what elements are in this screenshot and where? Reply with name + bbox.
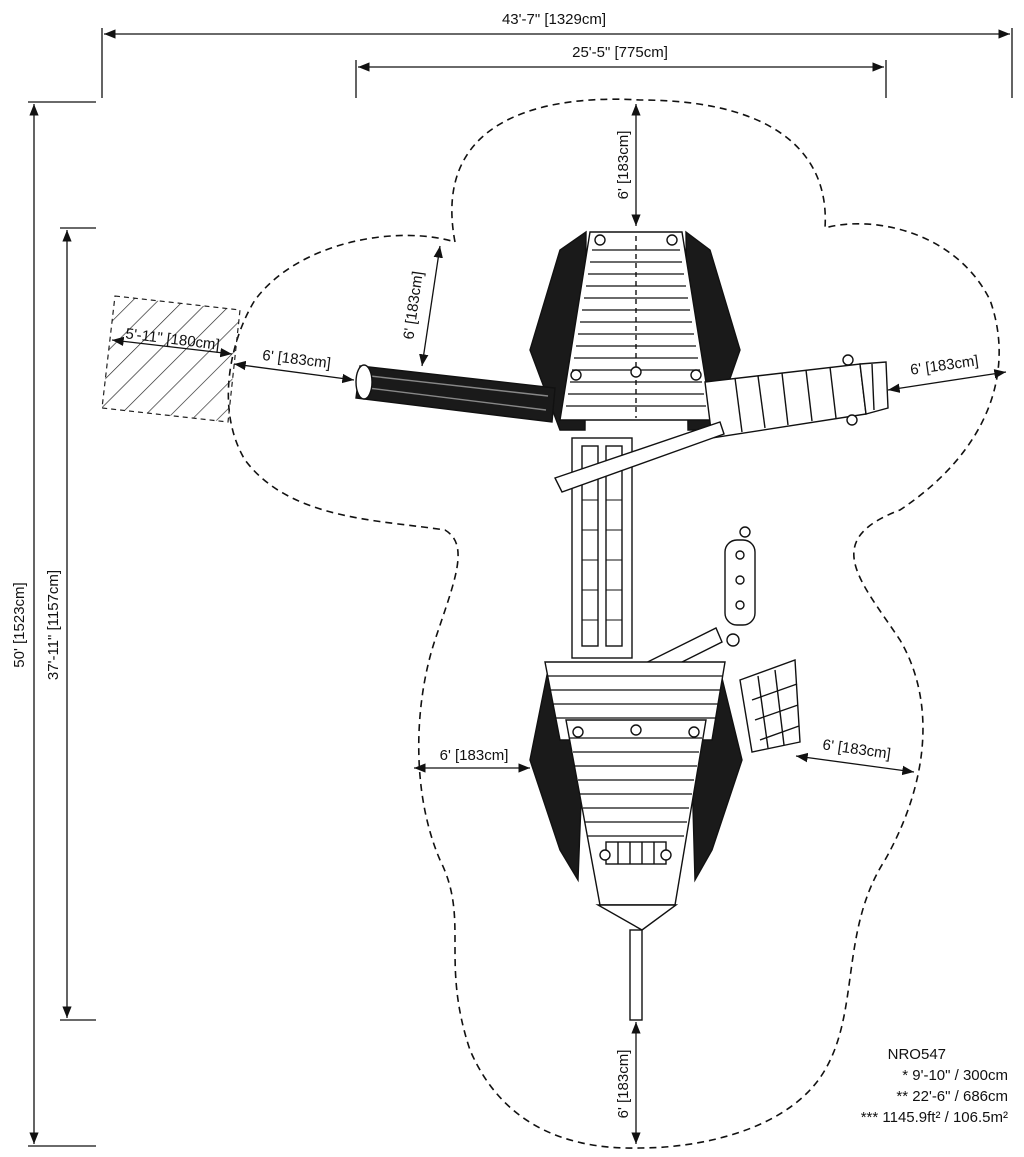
clearance-left-diag-label: 6' [183cm]	[400, 270, 426, 340]
spec-notes: NRO547 * 9'-10" / 300cm ** 22'-6" / 686c…	[788, 1044, 1008, 1128]
cargo-net	[739, 659, 801, 753]
lower-deck	[529, 661, 743, 1021]
clearance-top-label: 6' [183cm]	[615, 131, 632, 200]
structure-length-label: 37'-11" [1157cm]	[45, 570, 62, 680]
hatched-zone-line	[111, 336, 233, 358]
note-line-3: *** 1145.9ft² / 106.5m²	[860, 1109, 1008, 1126]
overall-width-label: 43'-7" [1329cm]	[502, 11, 606, 28]
model-number: NRO547	[887, 1046, 946, 1063]
clearance-left-diag-line	[419, 245, 443, 367]
clearance-left-arm-line	[233, 360, 355, 384]
clearance-right-line	[887, 369, 1007, 393]
note-line-2: ** 22'-6" / 686cm	[896, 1088, 1008, 1105]
overall-length-label: 50' [1523cm]	[11, 582, 28, 667]
note-line-1: * 9'-10" / 300cm	[902, 1067, 1008, 1084]
hatched-zone	[101, 295, 241, 423]
clearance-mid-left-label: 6' [183cm]	[440, 747, 509, 764]
safety-zone-outline	[227, 98, 1000, 1149]
clearance-right-label: 6' [183cm]	[909, 352, 979, 378]
clearance-mid-right-label: 6' [183cm]	[821, 736, 891, 762]
structure-width-label: 25'-5" [775cm]	[572, 44, 668, 61]
climbing-wall-accessory	[724, 526, 756, 647]
climbing-ladder	[704, 354, 889, 439]
clearance-left-arm-label: 6' [183cm]	[261, 347, 331, 372]
tube-slide	[355, 364, 556, 423]
clearance-bottom-label: 6' [183cm]	[615, 1050, 632, 1119]
clearance-mid-right-line	[795, 752, 915, 776]
